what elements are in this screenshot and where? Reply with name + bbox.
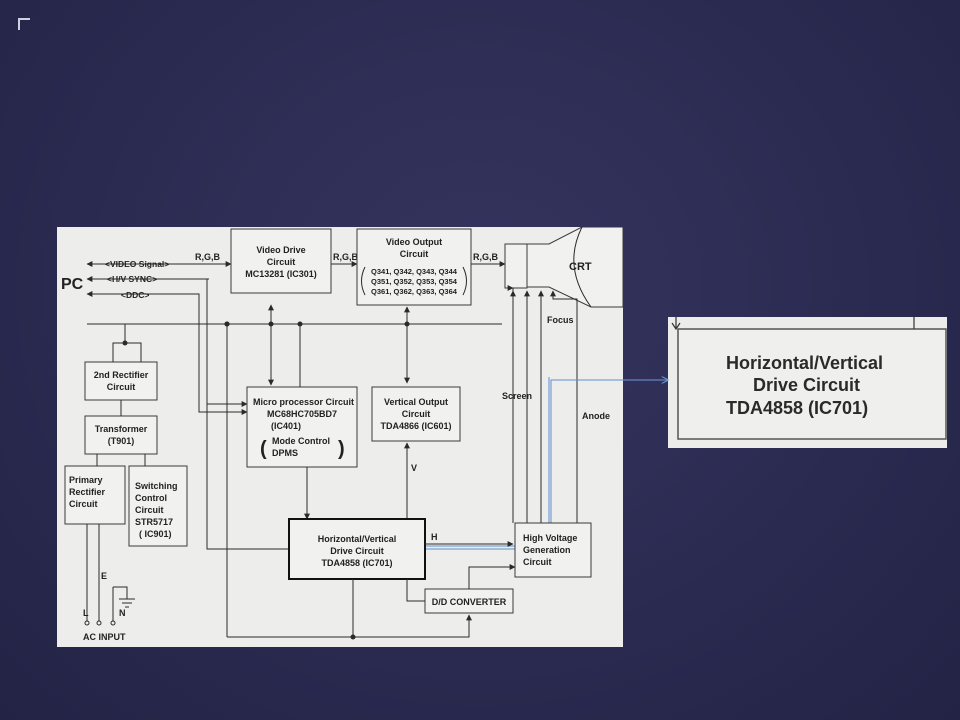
transformer-block (84, 415, 158, 455)
switching-control-line-4: STR5717 (135, 517, 173, 527)
high-voltage-line-1: High Voltage (523, 533, 577, 543)
transformer-line-1: Transformer (95, 424, 148, 434)
rgb-in-label: R,G,B (195, 252, 221, 262)
hv-drive-line-1: Horizontal/Vertical (318, 534, 397, 544)
primary-rectifier-block (64, 465, 126, 525)
zoom-line-3: TDA4858 (IC701) (726, 398, 868, 418)
microprocessor-mode-2: DPMS (272, 448, 298, 458)
vertical-output-line-2: Circuit (402, 409, 431, 419)
zoom-line-2: Drive Circuit (753, 375, 860, 395)
screen-label: Screen (502, 391, 532, 401)
dd-converter-block (424, 588, 514, 614)
primary-rectifier-line-2: Rectifier (69, 487, 106, 497)
hv-drive-line-2: Drive Circuit (330, 546, 384, 556)
paren-open: ( (260, 438, 267, 460)
video-drive-line-1: Video Drive (256, 245, 305, 255)
hv-drive-block (288, 518, 426, 580)
crt-neck (504, 243, 528, 289)
video-output-line-2: Circuit (400, 249, 429, 259)
primary-rectifier-line-1: Primary (69, 475, 103, 485)
ddc-label: <DDC> (121, 290, 149, 300)
zoomed-drive-circuit-detail: Horizontal/Vertical Drive Circuit TDA485… (668, 317, 947, 448)
vertical-output-block (371, 386, 461, 442)
paren-close: ) (338, 438, 345, 460)
crt-label: CRT (569, 261, 592, 273)
switching-control-line-1: Switching (135, 481, 178, 491)
switching-control-block (128, 465, 188, 547)
vertical-output-line-1: Vertical Output (384, 397, 448, 407)
second-rectifier-line-2: Circuit (107, 382, 136, 392)
crt-monitor-block-diagram: PC <VIDEO Signal> <H/V SYNC> <DDC> R,G,B… (57, 227, 623, 647)
high-voltage-line-2: Generation (523, 545, 571, 555)
zoomed-drive-block (677, 328, 947, 440)
h-label: H (431, 532, 438, 542)
anode-label: Anode (582, 411, 610, 421)
primary-rectifier-line-3: Circuit (69, 499, 98, 509)
switching-control-line-2: Control (135, 493, 167, 503)
high-voltage-block (514, 522, 592, 578)
focus-label: Focus (547, 315, 574, 325)
microprocessor-block (246, 386, 358, 468)
second-rectifier-line-1: 2nd Rectifier (94, 370, 149, 380)
ac-input-label: AC INPUT (83, 632, 126, 642)
video-output-block (356, 228, 472, 306)
rgb-out-label: R,G,B (473, 252, 499, 262)
high-voltage-line-3: Circuit (523, 557, 552, 567)
n-label: N (119, 608, 126, 618)
video-drive-line-3: MC13281 (IC301) (245, 269, 317, 279)
video-drive-block (230, 228, 332, 294)
microprocessor-mode-1: Mode Control (272, 436, 330, 446)
zoom-line-1: Horizontal/Vertical (726, 353, 883, 373)
hv-sync-label: <H/V SYNC> (107, 274, 157, 284)
microprocessor-line-2: MC68HC705BD7 (267, 409, 337, 419)
video-drive-line-2: Circuit (267, 257, 296, 267)
switching-control-line-5: ( IC901) (139, 529, 172, 539)
switching-control-line-3: Circuit (135, 505, 164, 515)
pc-label: PC (61, 276, 84, 293)
slide-corner-mark (18, 18, 30, 30)
e-label: E (101, 571, 107, 581)
v-label: V (411, 463, 417, 473)
microprocessor-line-3: (IC401) (271, 421, 301, 431)
video-signal-label: <VIDEO Signal> (105, 259, 169, 269)
rgb-mid-label: R,G,B (333, 252, 359, 262)
transformer-line-2: (T901) (108, 436, 135, 446)
second-rectifier-block (84, 361, 158, 401)
crt-tube (526, 227, 623, 308)
l-label: L (83, 608, 89, 618)
hv-drive-line-3: TDA4858 (IC701) (321, 558, 392, 568)
microprocessor-line-1: Micro processor Circuit (253, 397, 354, 407)
dd-converter-label: D/D CONVERTER (432, 597, 507, 607)
video-output-line-1: Video Output (386, 237, 442, 247)
video-output-q-1: Q341, Q342, Q343, Q344 (371, 267, 458, 276)
vertical-output-line-3: TDA4866 (IC601) (380, 421, 451, 431)
video-output-q-2: Q351, Q352, Q353, Q354 (371, 277, 458, 286)
video-output-q-3: Q361, Q362, Q363, Q364 (371, 287, 458, 296)
